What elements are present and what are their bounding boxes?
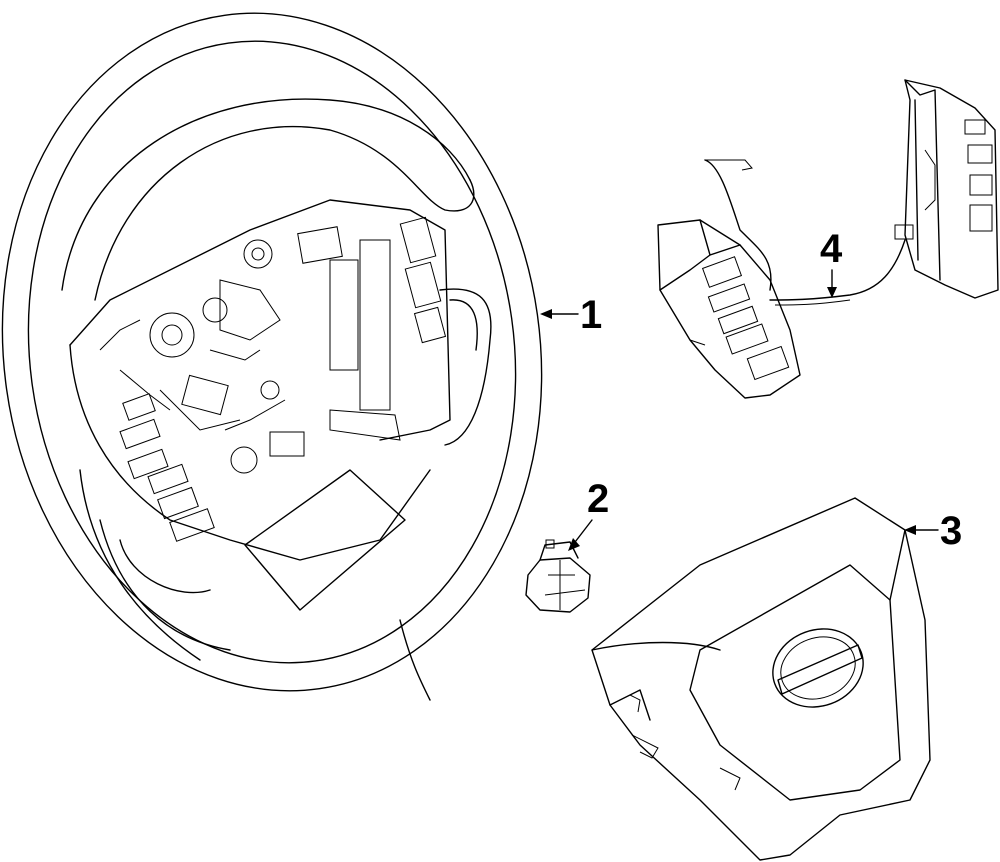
horn-contact-nut-part[interactable] xyxy=(525,519,593,613)
steering-wheel-part[interactable] xyxy=(0,0,585,726)
callout-3-label: 3 xyxy=(940,509,962,553)
callout-1-label: 1 xyxy=(580,293,602,337)
callout-2-label: 2 xyxy=(587,477,609,521)
callout-4-label: 4 xyxy=(820,227,843,271)
switch-assembly-part[interactable] xyxy=(657,79,999,399)
driver-airbag-part[interactable] xyxy=(591,497,939,861)
